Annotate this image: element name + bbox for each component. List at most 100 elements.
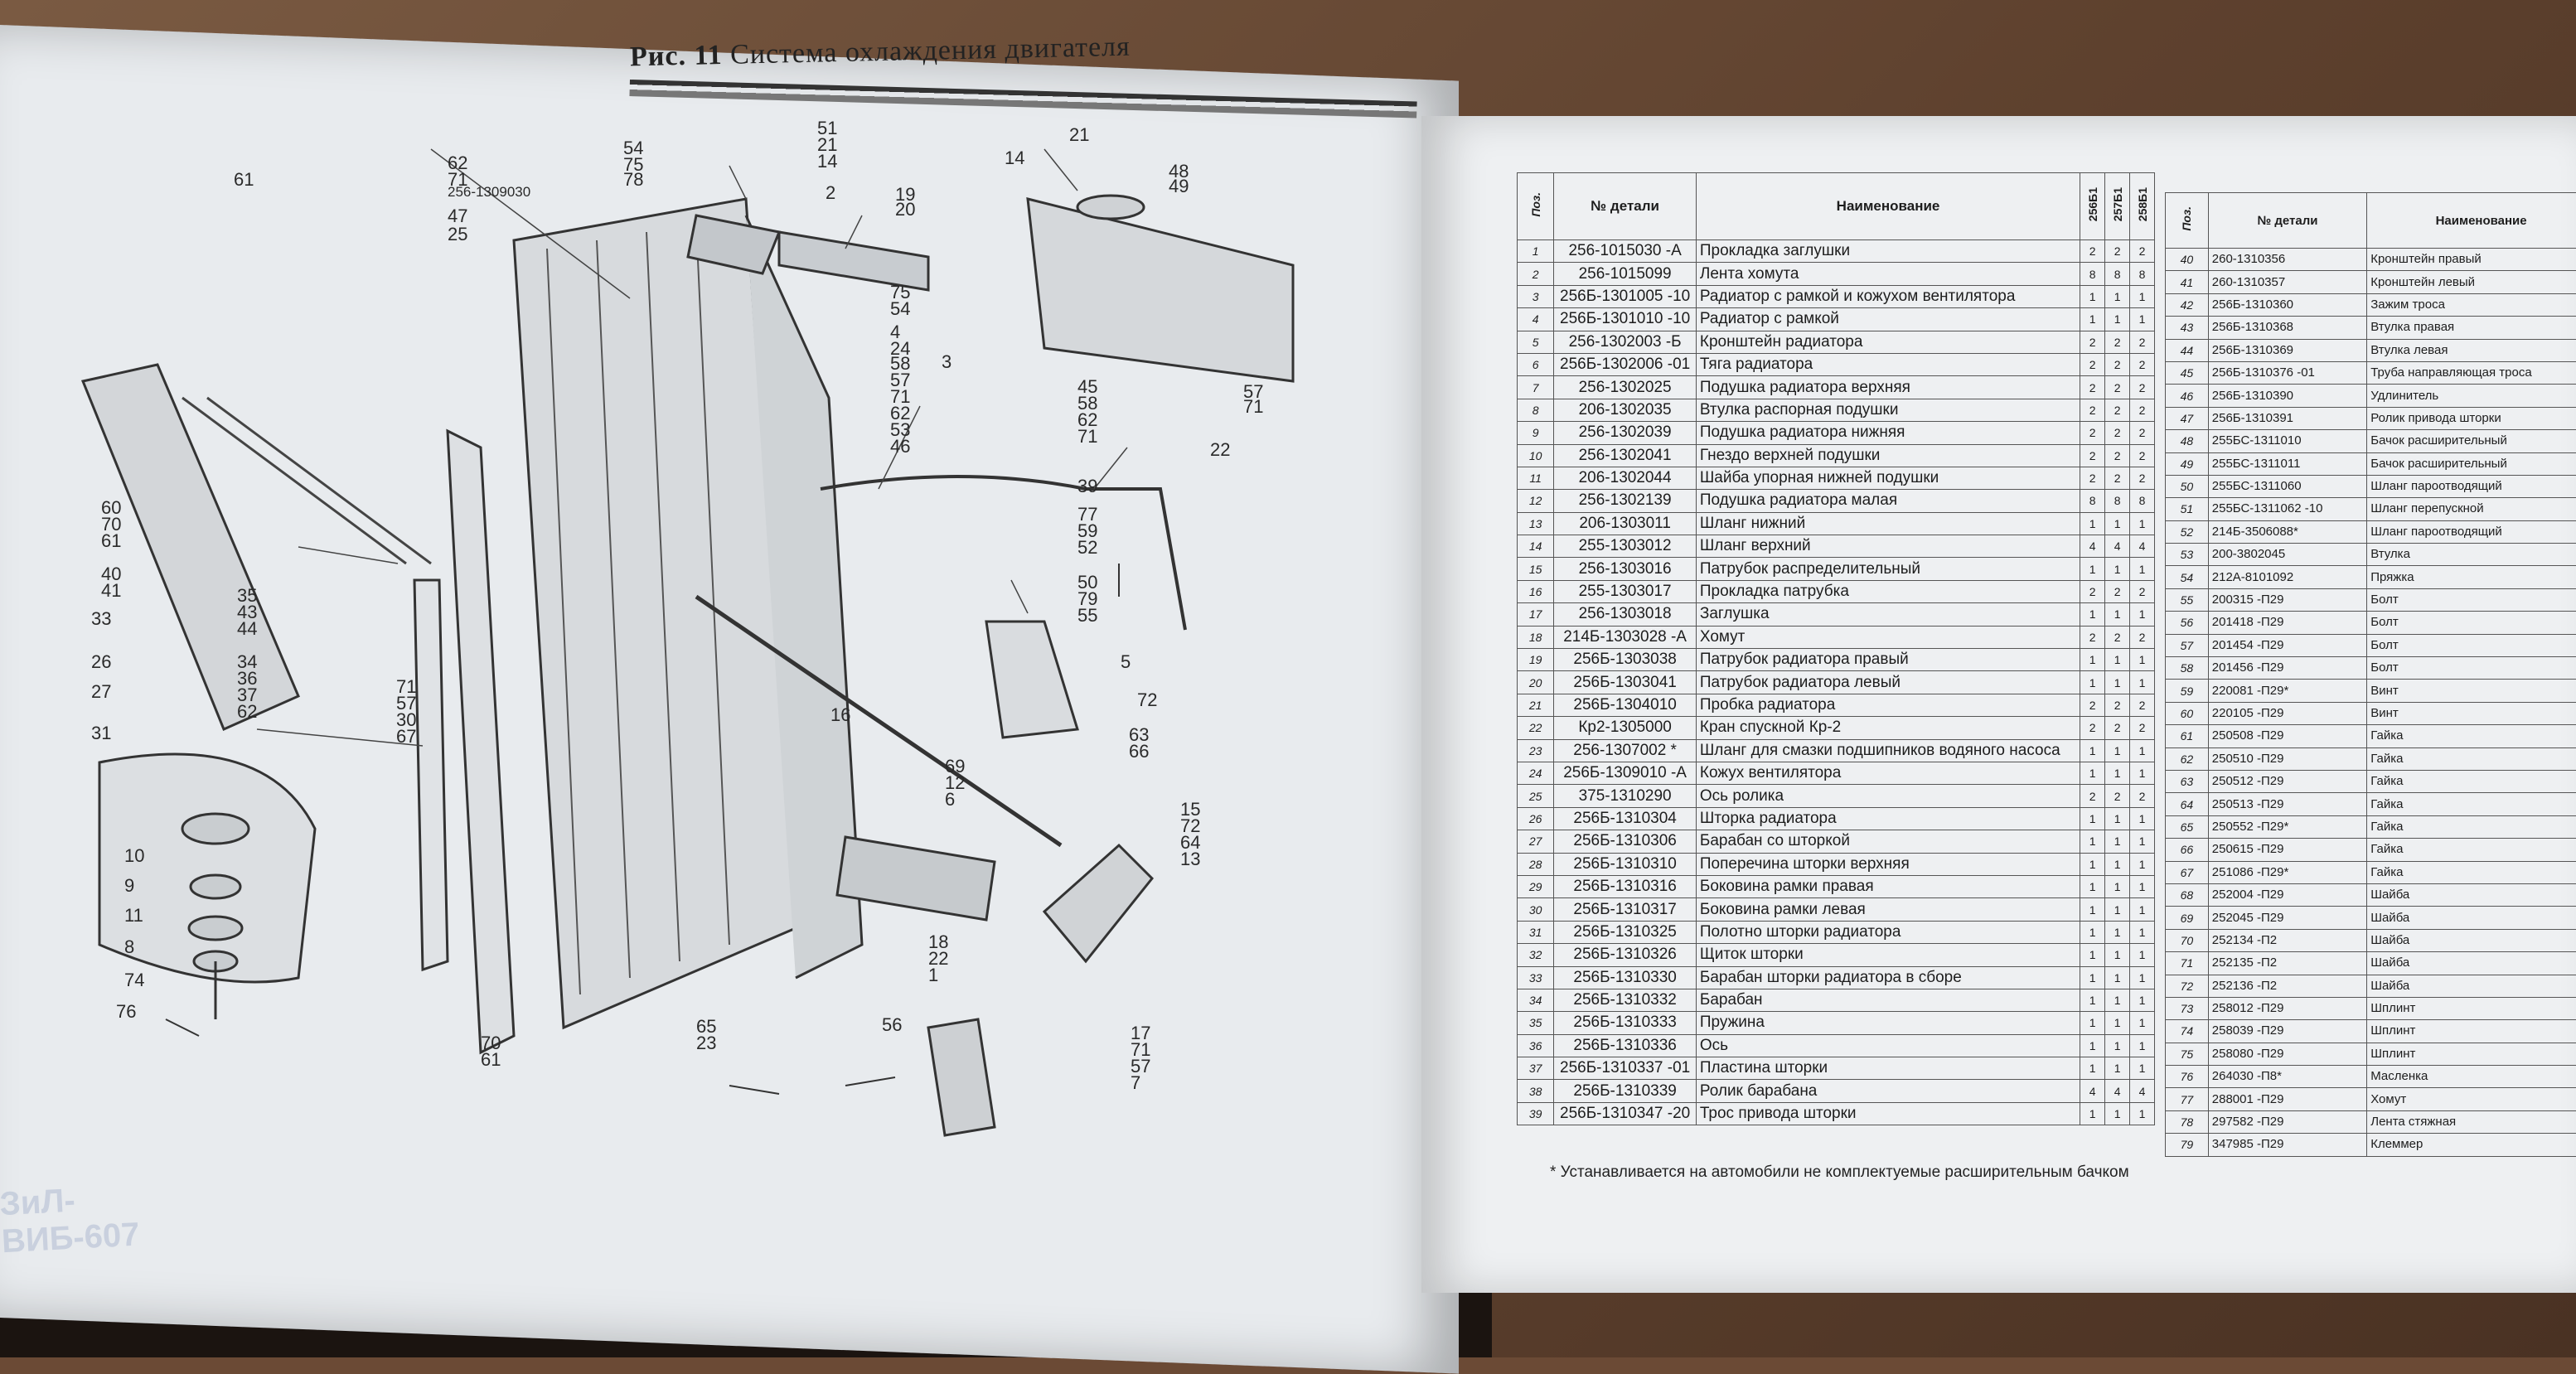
cell-qty-1: 1 <box>2080 1102 2105 1125</box>
cell-qty-3: 4 <box>2130 535 2155 558</box>
cell-qty-2: 2 <box>2105 444 2130 467</box>
col-header-number: № детали <box>1554 173 1697 240</box>
cell-part-number: 200315 -П29 <box>2208 588 2366 611</box>
callout-label: 33 <box>91 608 111 630</box>
cell-qty-1: 2 <box>2080 580 2105 602</box>
cell-part-name: Шайба <box>2367 975 2576 997</box>
cell-qty-3: 1 <box>2130 898 2155 921</box>
cell-part-name: Боковина рамки правая <box>1696 875 2080 897</box>
cell-pos: 41 <box>2166 271 2209 293</box>
cell-pos: 66 <box>2166 839 2209 861</box>
cell-pos: 4 <box>1518 308 1554 331</box>
callout-label: 25 <box>448 224 467 245</box>
table-header-row: Поз. № детали Наименование 256Б1 257Б1 2… <box>1518 173 2155 240</box>
callout-label: 256-1309030 <box>448 184 530 201</box>
col-header-qty-2: 257Б1 <box>2105 173 2130 240</box>
cell-part-name: Винт <box>2367 702 2576 724</box>
col-header-pos: Поз. <box>1518 173 1554 240</box>
cell-qty-1: 1 <box>2080 308 2105 331</box>
cell-qty-1: 2 <box>2080 376 2105 399</box>
cell-part-number: 214Б-3506088* <box>2208 520 2366 543</box>
cell-part-number: 250510 -П29 <box>2208 747 2366 770</box>
cell-part-name: Шайба <box>2367 952 2576 975</box>
cell-part-number: 256-1302025 <box>1554 376 1697 399</box>
callout-label: 74 <box>124 970 144 991</box>
cell-part-number: 250513 -П29 <box>2208 793 2366 815</box>
cell-pos: 6 <box>1518 353 1554 375</box>
cell-qty-1: 1 <box>2080 558 2105 580</box>
cell-qty-2: 1 <box>2105 649 2130 671</box>
cell-pos: 23 <box>1518 739 1554 762</box>
cell-pos: 58 <box>2166 657 2209 680</box>
cell-qty-2: 2 <box>2105 240 2130 263</box>
cell-pos: 63 <box>2166 770 2209 792</box>
callout-label: 5 <box>1121 651 1131 673</box>
cell-part-name: Патрубок радиатора левый <box>1696 671 2080 694</box>
cell-qty-3: 1 <box>2130 558 2155 580</box>
cell-part-name: Шланг пароотводящий <box>2367 520 2576 543</box>
cell-qty-3: 4 <box>2130 1080 2155 1102</box>
cell-qty-3: 1 <box>2130 671 2155 694</box>
cell-pos: 79 <box>2166 1134 2209 1156</box>
callout-label: 72 <box>1137 689 1157 711</box>
figure-number: Рис. 11 <box>630 40 723 72</box>
cell-pos: 57 <box>2166 634 2209 656</box>
cell-pos: 3 <box>1518 285 1554 307</box>
cell-part-name: Гнездо верхней подушки <box>1696 444 2080 467</box>
cell-pos: 54 <box>2166 566 2209 588</box>
cell-part-number: 256Б-1304010 <box>1554 694 1697 716</box>
cell-part-name: Гайка <box>2367 770 2576 792</box>
cell-qty-1: 1 <box>2080 989 2105 1011</box>
cell-part-number: 252045 -П29 <box>2208 907 2366 929</box>
cell-part-number: 201456 -П29 <box>2208 657 2366 680</box>
cell-part-name: Поперечина шторки верхняя <box>1696 853 2080 875</box>
callout-label: 46 <box>890 436 910 457</box>
cell-qty-3: 1 <box>2130 285 2155 307</box>
cell-qty-2: 1 <box>2105 966 2130 989</box>
cell-qty-2: 2 <box>2105 422 2130 444</box>
cell-pos: 27 <box>1518 830 1554 853</box>
callout-label: 2 <box>826 182 835 204</box>
cell-qty-3: 2 <box>2130 353 2155 375</box>
cell-part-name: Кожух вентилятора <box>1696 762 2080 784</box>
mount-bracket <box>414 580 448 970</box>
cell-part-name: Лента стяжная <box>2367 1110 2576 1133</box>
cell-part-name: Шайба <box>2367 883 2576 906</box>
cell-qty-2: 1 <box>2105 898 2130 921</box>
cell-qty-3: 2 <box>2130 717 2155 739</box>
cell-pos: 14 <box>1518 535 1554 558</box>
cell-pos: 15 <box>1518 558 1554 580</box>
cell-pos: 37 <box>1518 1057 1554 1080</box>
cell-part-name: Прокладка патрубка <box>1696 580 2080 602</box>
callout-label: 1 <box>928 965 938 986</box>
cell-pos: 73 <box>2166 997 2209 1019</box>
cell-part-name: Втулка распорная подушки <box>1696 399 2080 421</box>
cell-pos: 32 <box>1518 944 1554 966</box>
cell-pos: 69 <box>2166 907 2209 929</box>
outlet-pipe <box>1044 845 1152 961</box>
cell-part-name: Тяга радиатора <box>1696 353 2080 375</box>
cell-part-number: 258039 -П29 <box>2208 1020 2366 1043</box>
cell-part-number: 256-1303018 <box>1554 603 1697 626</box>
cell-part-number: 256-1302139 <box>1554 490 1697 512</box>
